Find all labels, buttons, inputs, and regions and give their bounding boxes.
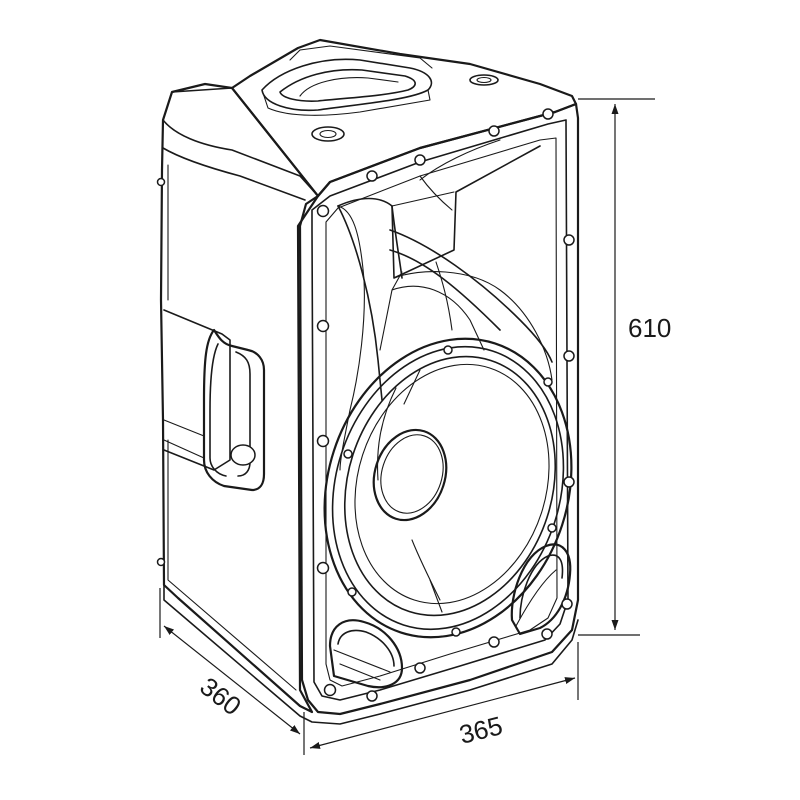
front-baffle xyxy=(298,102,580,716)
woofer-dust-cap xyxy=(372,428,448,522)
bass-port-left xyxy=(328,619,404,689)
top-rigging-point xyxy=(469,74,499,86)
height-dimension-label: 610 xyxy=(628,313,671,343)
bass-port-right xyxy=(510,543,572,636)
baffle-screws xyxy=(316,108,575,702)
woofer xyxy=(323,337,573,639)
depth-dimension: 360 xyxy=(159,588,305,755)
horn-waveguide xyxy=(337,139,553,471)
cabinet-top-panel xyxy=(230,38,578,198)
side-handle xyxy=(163,309,266,492)
top-rigging-point xyxy=(311,126,345,142)
width-dimension-label: 365 xyxy=(456,710,505,750)
depth-dimension-label: 360 xyxy=(194,671,247,721)
height-dimension: 610 xyxy=(578,98,671,636)
width-dimension: 365 xyxy=(309,642,579,750)
top-handle xyxy=(261,45,433,116)
